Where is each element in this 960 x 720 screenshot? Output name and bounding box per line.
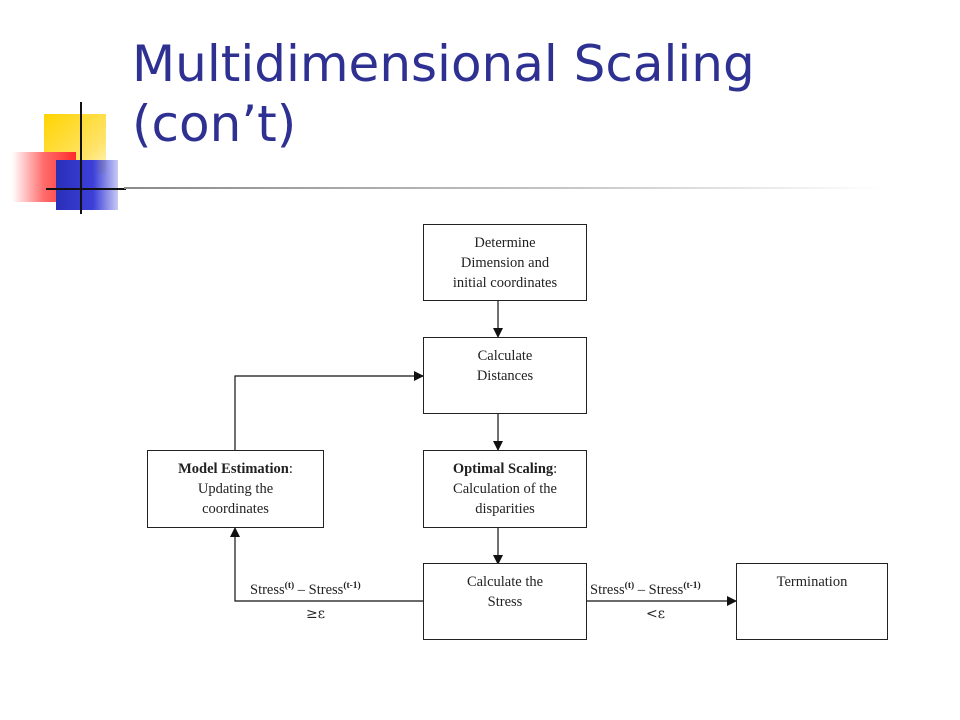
node-stress-line-1: Calculate the <box>466 574 544 590</box>
node-calculate-stress: Calculate the Stress <box>423 563 587 640</box>
node-optimal-line-1: Calculation of the <box>453 481 557 497</box>
node-model-line-2: coordinates <box>202 501 269 517</box>
title-divider <box>124 187 884 189</box>
node-distances-line-1: Calculate <box>477 348 533 364</box>
node-model-colon: : <box>288 461 293 477</box>
slide-title-line-2: (con’t) <box>132 95 297 153</box>
slide-title: Multidimensional Scaling (con’t) <box>132 34 932 154</box>
edge-right-condition: <ε <box>646 606 665 622</box>
node-optimal-colon: : <box>553 461 558 477</box>
edge-right-stress: Stress <box>590 582 625 598</box>
edge-left-sup-t: (t) <box>284 581 295 591</box>
edge-right-dash: – Stress <box>634 582 684 598</box>
edge-right-sup-t: (t) <box>624 581 635 591</box>
logo-horizontal-line <box>46 188 126 190</box>
node-determine-line-1: Determine <box>474 235 536 251</box>
edge-left-stress: Stress <box>250 582 285 598</box>
logo-vertical-line <box>80 102 82 214</box>
node-optimal-heading: Optimal Scaling: <box>424 459 586 479</box>
node-model-heading: Model Estimation: <box>148 459 323 479</box>
edge-label-left: Stress(t) – Stress(t-1) <box>250 581 361 599</box>
node-distances: Calculate Distances <box>423 337 587 414</box>
node-optimal-bold: Optimal Scaling <box>452 461 554 477</box>
node-determine: Determine Dimension and initial coordina… <box>423 224 587 301</box>
node-determine-line-2: Dimension and <box>460 255 550 271</box>
slide-title-line-1: Multidimensional Scaling <box>132 35 755 93</box>
node-termination: Termination <box>736 563 888 640</box>
node-determine-line-3: initial coordinates <box>452 275 558 291</box>
node-termination-line-1: Termination <box>776 574 848 590</box>
node-optimal-scaling: Optimal Scaling: Calculation of the disp… <box>423 450 587 528</box>
node-stress-line-2: Stress <box>487 594 523 610</box>
node-model-line-1: Updating the <box>197 481 274 497</box>
edge-left-sup-t1: (t-1) <box>343 581 361 591</box>
logo-blue-square <box>56 160 118 210</box>
edge-left-dash: – Stress <box>294 582 344 598</box>
arrow-model-to-distances <box>234 371 424 451</box>
node-optimal-line-2: disparities <box>475 501 535 517</box>
node-model-bold: Model Estimation <box>178 461 289 477</box>
edge-right-sup-t1: (t-1) <box>683 581 701 591</box>
node-distances-line-2: Distances <box>476 368 534 384</box>
node-model-estimation: Model Estimation: Updating the coordinat… <box>147 450 324 528</box>
edge-left-condition: ≥ε <box>306 606 325 622</box>
arrow-stress-to-model <box>230 527 423 602</box>
decorative-squares-logo <box>0 100 140 220</box>
edge-label-right: Stress(t) – Stress(t-1) <box>590 581 701 599</box>
